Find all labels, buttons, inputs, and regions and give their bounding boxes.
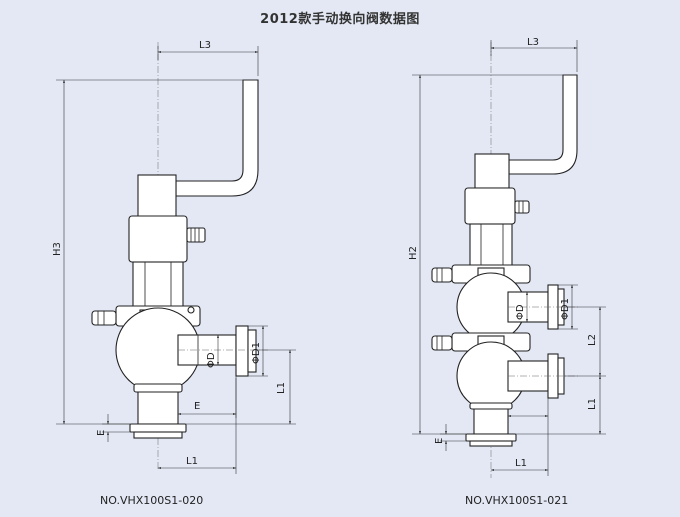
right-label-l2: L2: [587, 334, 598, 346]
left-valve-drawing: [56, 42, 296, 474]
right-label-phid1: ΦD1: [560, 298, 571, 320]
right-label-l1-vertical: L1: [587, 398, 598, 410]
left-label-l3: L3: [199, 40, 211, 51]
left-label-phid1: ΦD1: [251, 342, 262, 364]
right-label-phid: ΦD: [515, 304, 526, 320]
left-label-l1-bottom: L1: [186, 456, 198, 467]
right-model-code: NO.VHX100S1-021: [465, 494, 569, 507]
right-valve-drawing: [412, 40, 606, 478]
right-label-h2: H2: [408, 246, 419, 260]
drawing-title: 2012款手动换向阀数据图: [260, 12, 420, 27]
left-label-l1-vertical: L1: [276, 382, 287, 394]
right-label-e-vertical: E: [434, 438, 445, 444]
left-label-e-horizontal: E: [194, 401, 200, 412]
left-model-code: NO.VHX100S1-020: [100, 494, 204, 507]
right-label-l1-bottom: L1: [515, 458, 527, 469]
right-label-l3: L3: [527, 37, 539, 48]
left-label-h3: H3: [52, 242, 63, 256]
left-label-e-vertical: E: [96, 430, 107, 436]
left-label-phid: ΦD: [206, 352, 217, 368]
